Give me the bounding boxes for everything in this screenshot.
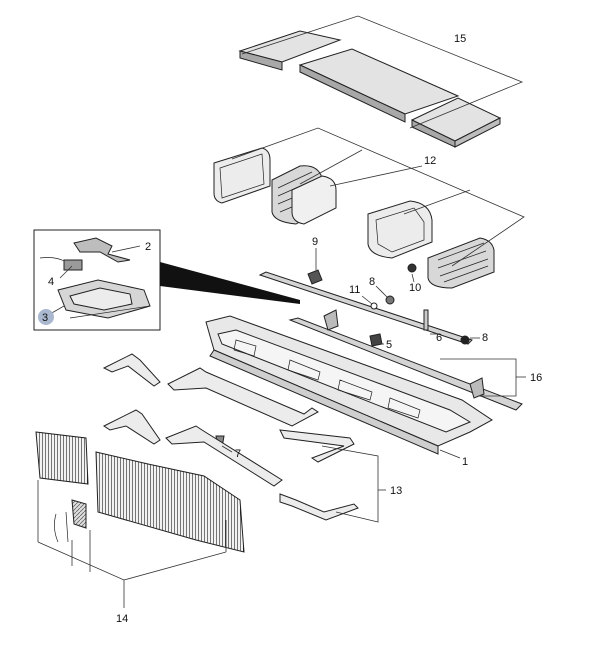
label-part-10: 10 [409, 282, 421, 294]
label-part-11: 11 [349, 284, 360, 296]
label-part-3: 3 [42, 312, 48, 324]
part-1-main-frame [205, 315, 493, 455]
part-13-trim-strips [102, 353, 359, 521]
part-15-top-cover [238, 30, 502, 148]
label-part-5: 5 [386, 339, 392, 351]
label-part-4: 4 [48, 276, 54, 288]
label-part-9: 9 [312, 236, 318, 248]
fasteners [215, 263, 470, 449]
part-10-nut [407, 263, 417, 273]
callout-leaders [221, 248, 480, 459]
label-part-12: 12 [424, 155, 436, 167]
label-part-15: 15 [454, 33, 466, 45]
label-part-7: 7 [235, 448, 241, 460]
part-16-rails [258, 271, 523, 411]
part-9-clip [307, 269, 323, 285]
label-part-8-upper: 8 [369, 276, 375, 288]
part-11-washer [370, 302, 378, 310]
part-6-pin [423, 309, 429, 331]
callout-12-bracket [231, 127, 525, 267]
label-part-2: 2 [145, 241, 151, 253]
part-8-screw-lower [460, 335, 470, 345]
part-14-grilles [35, 431, 245, 553]
part-12-vent-housings [213, 147, 495, 289]
callout-16-bracket [440, 358, 526, 397]
label-part-16: 16 [530, 372, 542, 384]
part-3-badge [38, 309, 54, 325]
inset-detail-box [33, 229, 300, 331]
label-part-1: 1 [462, 456, 468, 468]
label-part-6: 6 [436, 332, 442, 344]
label-part-8-lower: 8 [482, 332, 488, 344]
callout-14-bracket [37, 480, 227, 608]
label-part-13: 13 [390, 485, 402, 497]
callout-13-bracket [321, 445, 386, 523]
callout-15-bracket [241, 15, 524, 129]
label-part-14: 14 [116, 613, 128, 625]
